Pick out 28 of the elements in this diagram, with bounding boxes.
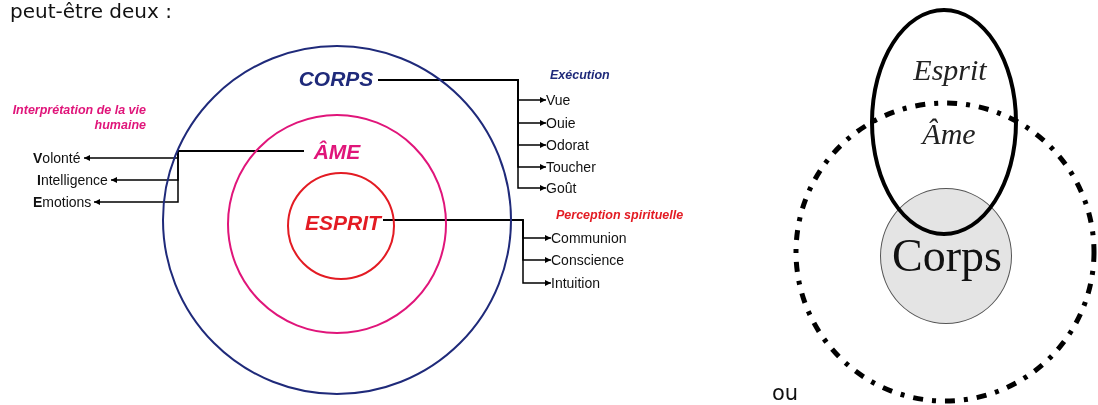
list-item: Conscience [551,251,661,269]
list-item: Volonté [33,149,81,167]
heading: Exécution [550,68,611,83]
leader-arrow [377,79,547,191]
shape-label: Corps [891,229,1003,283]
list-item: Ouie [546,114,606,132]
list-item: Intuition [551,274,651,292]
list-item: Vue [546,91,606,109]
caption-word: ou [772,382,800,404]
list-item: Toucher [546,158,626,176]
circle-label: ÂME [308,139,366,165]
inner-ring [287,172,395,280]
list-item: Goût [546,179,606,197]
leader-arrow [93,150,305,205]
list-item: Emotions [33,193,92,211]
top-text: peut-être deux : [10,0,173,22]
shape-label: Esprit [912,52,988,88]
heading: Perception spirituelle [556,208,685,223]
list-item: Odorat [546,136,616,154]
heading: Interprétation de la vie humaine [11,103,146,133]
circle-label: ESPRIT [297,210,389,236]
list-item: Intelligence [37,171,108,189]
circle-label: CORPS [292,66,380,92]
list-item: Communion [551,229,661,247]
shape-label: Âme [919,116,977,152]
leader-arrow [382,219,552,286]
middle-ring [227,114,447,334]
outer-ring [162,45,512,395]
